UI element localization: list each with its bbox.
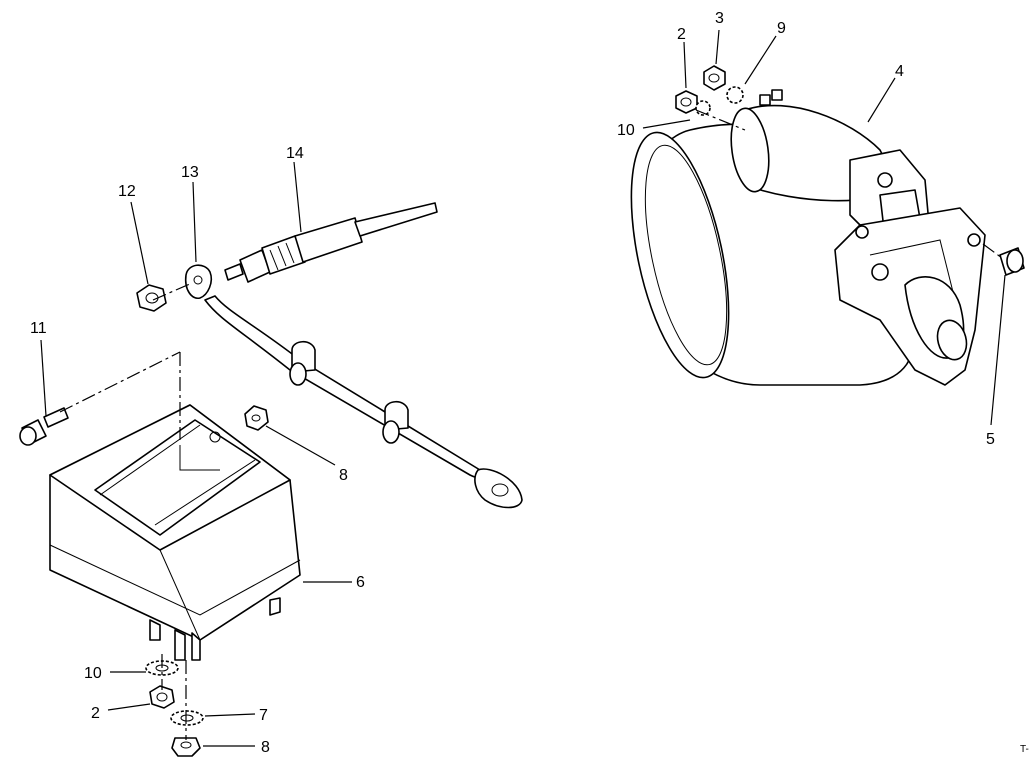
glow-plug-harness [184, 264, 523, 509]
callout-6: 6 [356, 574, 365, 591]
nut-12 [136, 284, 167, 312]
bolt-11 [19, 407, 69, 446]
callout-8-bot: 8 [261, 739, 270, 756]
callout-14: 14 [286, 145, 304, 162]
callout-8-mid: 8 [339, 467, 348, 484]
glow-plug [224, 202, 438, 283]
callout-7: 7 [259, 707, 268, 724]
starter-motor [630, 89, 1025, 386]
callout-3: 3 [715, 10, 724, 27]
callout-13: 13 [181, 164, 199, 181]
callout-4: 4 [895, 63, 904, 80]
callout-10-top: 10 [617, 122, 635, 139]
starter-fasteners [675, 65, 744, 116]
callout-labels: 2 3 9 4 10 5 14 13 12 11 8 6 10 2 7 8 T- [30, 10, 1029, 756]
reference-code: T- [1020, 744, 1029, 755]
callout-2-bot: 2 [91, 705, 100, 722]
callout-5: 5 [986, 431, 995, 448]
leader-lines [40, 29, 1006, 747]
control-unit-fasteners [145, 660, 204, 757]
callout-12: 12 [118, 183, 136, 200]
callout-2-top: 2 [677, 26, 686, 43]
center-lines [59, 109, 1003, 740]
callout-9: 9 [777, 20, 786, 37]
callout-11: 11 [30, 320, 47, 337]
control-unit [49, 404, 301, 661]
washer-8-mid [244, 405, 269, 431]
callout-10-bot: 10 [84, 665, 102, 682]
